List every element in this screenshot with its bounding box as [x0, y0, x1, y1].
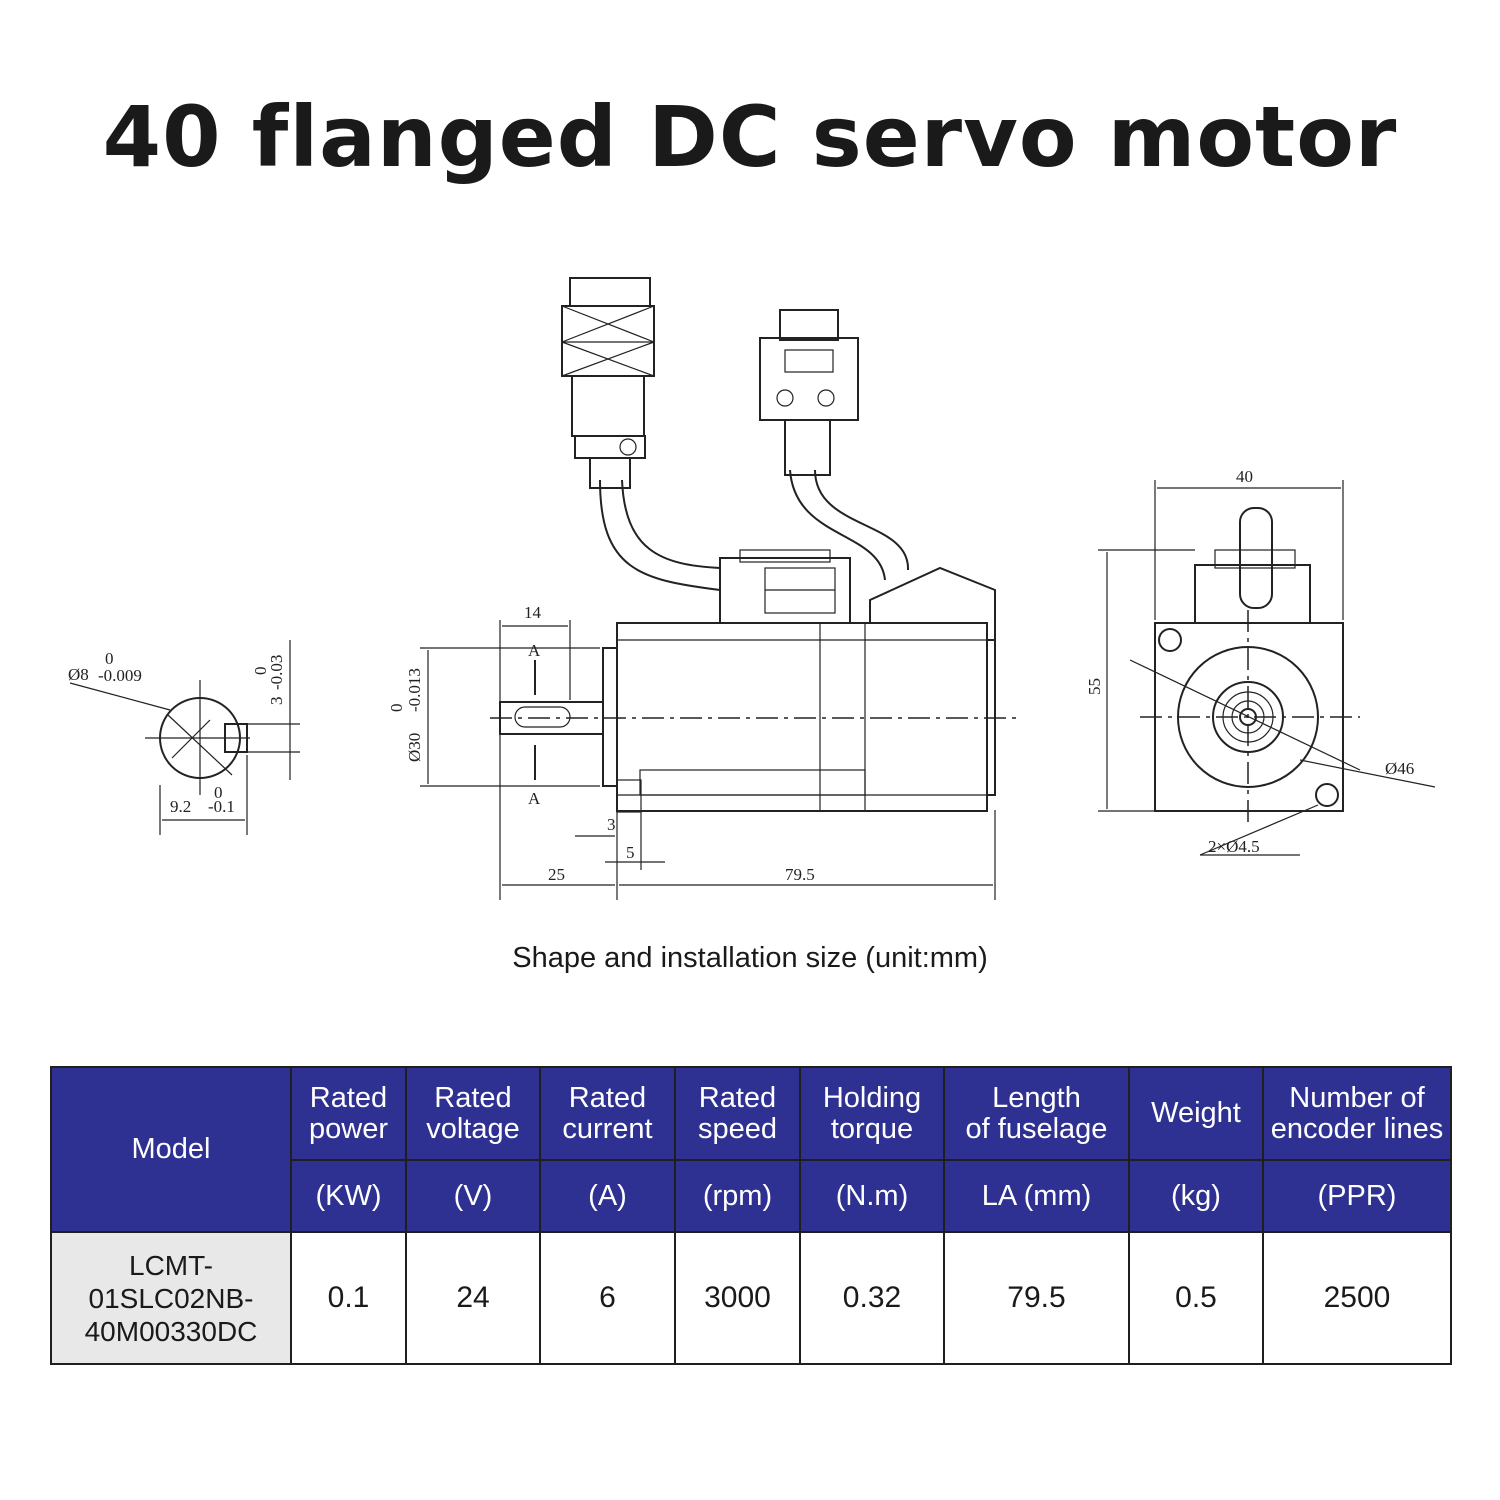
dim-40-label: 40: [1236, 467, 1253, 486]
unit-encoder-lines: (PPR): [1262, 1159, 1452, 1233]
unit-weight: (kg): [1128, 1159, 1264, 1233]
unit-length-of-fuselage: LA (mm): [943, 1159, 1130, 1233]
spigot-diameter-label: Ø30: [405, 733, 424, 762]
motor-front-view: [1098, 480, 1436, 856]
value-weight: 0.5: [1128, 1231, 1264, 1365]
dim-3-label: 3: [607, 815, 616, 834]
value-holding-torque: 0.32: [799, 1231, 945, 1365]
header-model: Model: [50, 1066, 292, 1233]
unit-rated-speed: (rpm): [674, 1159, 801, 1233]
dim-79-5-label: 79.5: [785, 865, 815, 884]
key-depth-label: 9.2: [170, 797, 191, 816]
key-width-tol-upper: 0: [251, 667, 270, 676]
value-rated-power: 0.1: [290, 1231, 407, 1365]
shaft-diameter-label: Ø8: [68, 665, 89, 684]
mounting-holes-label: 2×Ø4.5: [1208, 837, 1260, 856]
shaft-diameter-tol-lower: -0.009: [98, 666, 142, 685]
value-rated-voltage: 24: [405, 1231, 541, 1365]
key-width-label: 3: [267, 697, 286, 706]
dim-55-label: 55: [1085, 678, 1104, 695]
key-depth-tol-lower: -0.1: [208, 797, 235, 816]
section-mark-bottom: A: [528, 789, 541, 808]
unit-rated-current: (A): [539, 1159, 676, 1233]
value-length-of-fuselage: 79.5: [943, 1231, 1130, 1365]
shaft-section-view: [69, 640, 300, 835]
unit-holding-torque: (N.m): [799, 1159, 945, 1233]
dim-46-label: Ø46: [1385, 759, 1414, 778]
value-rated-current: 6: [539, 1231, 676, 1365]
spigot-tol-lower: -0.013: [405, 668, 424, 712]
value-rated-speed: 3000: [674, 1231, 801, 1365]
unit-rated-power: (KW): [290, 1159, 407, 1233]
value-encoder-lines: 2500: [1262, 1231, 1452, 1365]
section-mark-top: A: [528, 641, 541, 660]
unit-rated-voltage: (V): [405, 1159, 541, 1233]
key-depth-tol-upper: 0: [214, 783, 223, 802]
model-cell: LCMT-01SLC02NB-40M00330DC: [50, 1231, 292, 1365]
dim-25-label: 25: [548, 865, 565, 884]
technical-drawing: Ø8 0 -0.009 3 0 -0.03 9.2 0 -0.1: [68, 277, 1436, 900]
header-weight: Weight: [1128, 1066, 1264, 1161]
key-width-tol-lower: -0.03: [267, 655, 286, 690]
dim-14-label: 14: [524, 603, 542, 622]
drawing-caption: Shape and installation size (unit:mm): [512, 942, 988, 974]
table-unit-row: (KW) (V) (A) (rpm) (N.m) LA (mm) (kg) (P…: [51, 1159, 1452, 1233]
shaft-diameter-tol-upper: 0: [105, 649, 114, 668]
spigot-tol-upper: 0: [387, 704, 406, 713]
table-row: LCMT-01SLC02NB-40M00330DC 0.1 24 6 3000 …: [50, 1231, 1452, 1365]
motor-side-view: [420, 277, 1020, 900]
page-title: 40 flanged DC servo motor: [102, 88, 1398, 186]
dim-5-label: 5: [626, 843, 635, 862]
